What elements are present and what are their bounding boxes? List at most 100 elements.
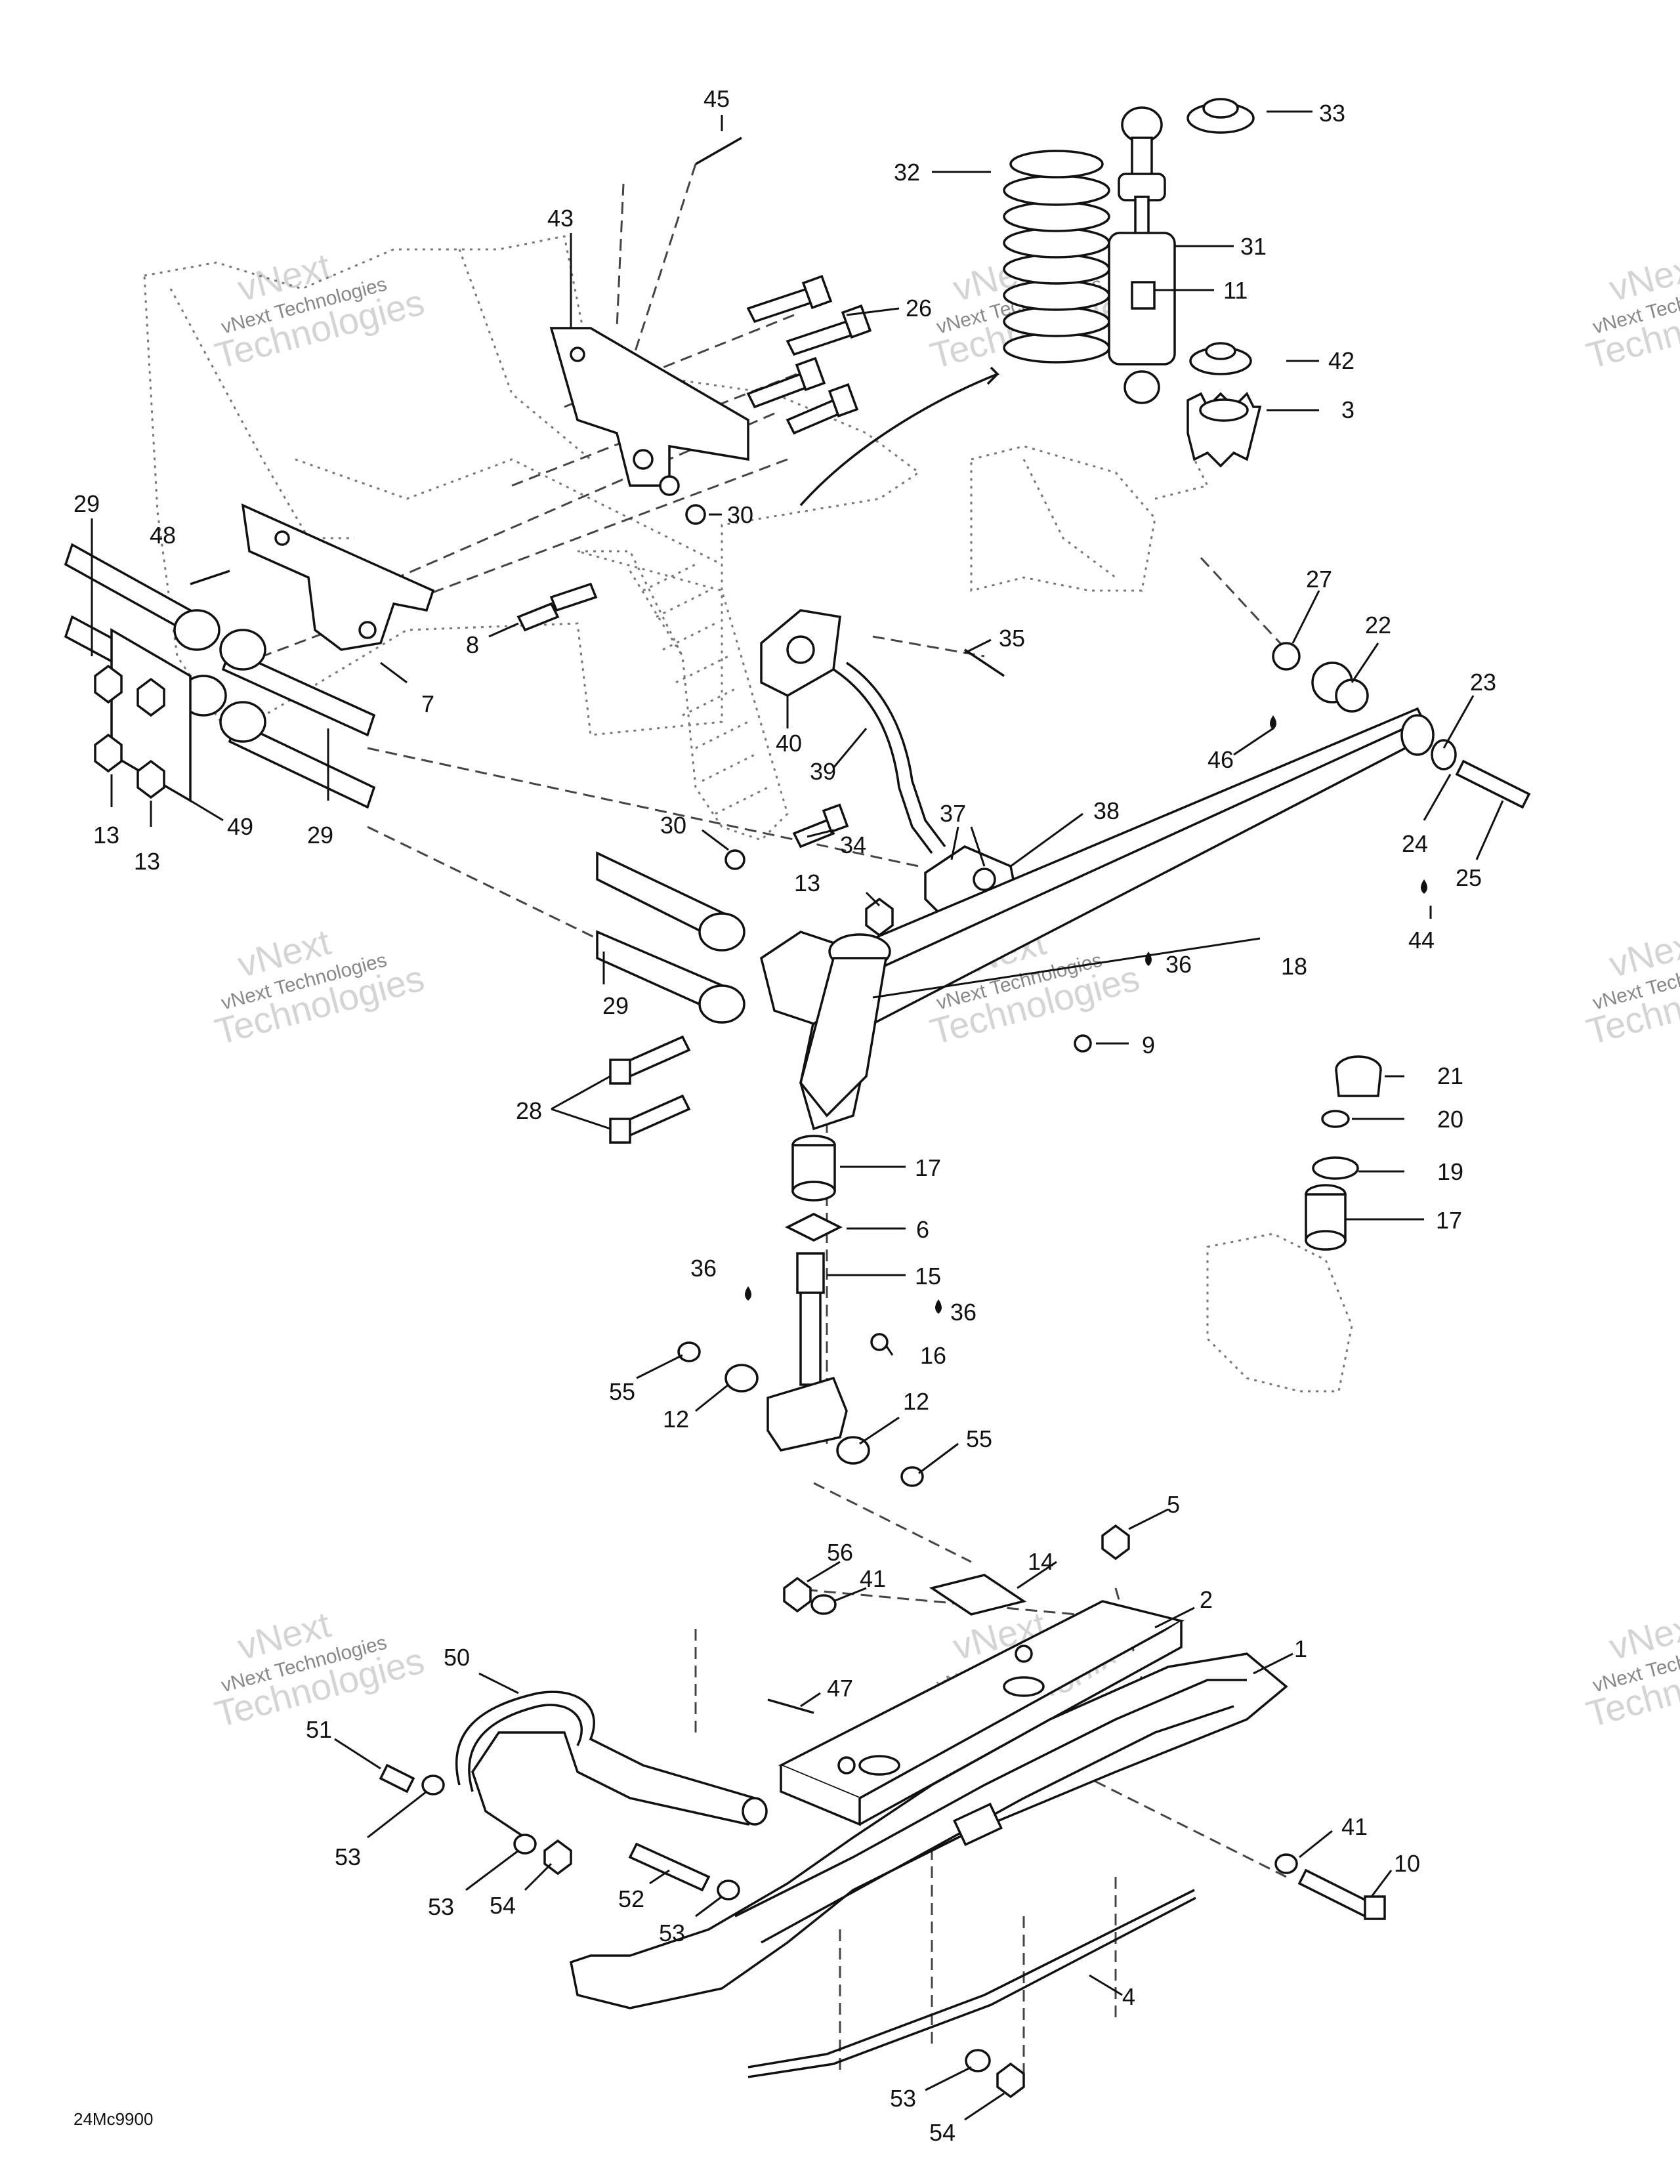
callout-16: 16 (920, 1342, 946, 1369)
callout-53: 53 (335, 1843, 361, 1870)
callout-10: 10 (1394, 1850, 1420, 1877)
bolt-part-10 (1364, 1895, 1386, 1920)
pin-part-48 (190, 570, 230, 585)
callout-12: 12 (663, 1406, 689, 1433)
callout-48: 48 (150, 522, 176, 549)
pin-part-35 (964, 648, 1005, 677)
ring-part-20 (1321, 1110, 1350, 1128)
callout-45: 45 (704, 85, 730, 112)
callout-51: 51 (306, 1716, 332, 1743)
callout-36: 36 (1166, 951, 1192, 978)
callout-3: 3 (1341, 396, 1354, 423)
callout-29: 29 (602, 992, 629, 1019)
chassis-shock-dotted (629, 563, 768, 815)
callout-26: 26 (906, 295, 932, 322)
callout-24: 24 (1402, 830, 1428, 857)
callout-49: 49 (227, 813, 253, 840)
callout-36: 36 (690, 1255, 717, 1282)
callout-17: 17 (915, 1154, 941, 1181)
washer-part-53 (513, 1834, 537, 1855)
washer-part-53 (717, 1880, 740, 1900)
cap-part-21 (1335, 1055, 1382, 1097)
bushings-part-29 (173, 609, 266, 743)
callout-19: 19 (1437, 1158, 1463, 1185)
bracket-part-43 (549, 327, 749, 496)
spindle-part-15 (766, 1252, 848, 1452)
callout-6: 6 (916, 1216, 929, 1243)
shock-part-31 (1108, 106, 1176, 404)
bushing-part-12 (724, 1364, 759, 1393)
callout-28: 28 (516, 1097, 542, 1124)
nut-part-56 (783, 1576, 812, 1613)
nut-part-13 (865, 897, 894, 937)
callout-55: 55 (609, 1378, 635, 1405)
fitting-part-9 (1074, 1034, 1092, 1053)
callout-30: 30 (727, 501, 753, 528)
nut-part-30 (724, 849, 746, 870)
swaybar-part-39 (760, 609, 946, 854)
callout-29: 29 (74, 490, 100, 517)
callout-13: 13 (93, 822, 119, 849)
washer-part-23 (1431, 739, 1457, 770)
callout-39: 39 (810, 758, 836, 785)
callout-14: 14 (1028, 1548, 1054, 1575)
callout-38: 38 (1093, 797, 1120, 824)
bushing-part-22 (1311, 662, 1369, 713)
adjuster-part-3 (1186, 392, 1262, 468)
plate-part-49 (94, 627, 192, 803)
callout-31: 31 (1240, 233, 1267, 260)
bolt-part-8 (516, 582, 598, 632)
callout-44: 44 (1408, 927, 1435, 954)
callout-54: 54 (929, 2119, 956, 2146)
assembly-lines (262, 163, 1288, 2074)
callout-53: 53 (428, 1893, 454, 1920)
callout-35: 35 (999, 625, 1025, 652)
bushing-part-17 (791, 1135, 836, 1202)
callout-labels: 45 33 32 43 31 11 26 42 3 29 48 30 27 22… (74, 85, 1496, 2146)
callout-15: 15 (915, 1263, 941, 1290)
shim-part-6 (785, 1213, 843, 1242)
callout-53: 53 (890, 2085, 916, 2112)
washer-part-41 (1274, 1853, 1298, 1874)
pin-part-45 (695, 136, 742, 165)
bumper-part-50 (455, 1690, 768, 1839)
callout-47: 47 (827, 1675, 853, 1702)
callout-54: 54 (490, 1892, 516, 1919)
callout-32: 32 (894, 159, 920, 186)
callout-1: 1 (1294, 1635, 1307, 1662)
callout-22: 22 (1365, 612, 1391, 639)
pin-part-47 (767, 1698, 814, 1714)
nut-part-54 (543, 1839, 572, 1876)
leader-lines (91, 110, 1504, 2121)
bushing-part-17 (1305, 1184, 1347, 1251)
callout-20: 20 (1437, 1106, 1463, 1133)
bracket-part-2 (778, 1600, 1185, 1826)
callout-55: 55 (966, 1425, 992, 1452)
cup-part-33 (1186, 98, 1255, 134)
callout-13: 13 (794, 870, 820, 896)
pad-part-14 (929, 1574, 1027, 1616)
callout-21: 21 (1437, 1062, 1463, 1089)
callout-27: 27 (1306, 566, 1332, 593)
spring-part-32 (1003, 150, 1110, 364)
callout-43: 43 (547, 205, 574, 232)
callout-36: 36 (950, 1299, 976, 1326)
bolt-part-25 (1455, 759, 1531, 809)
bracket-part-7 (241, 503, 435, 651)
callout-18: 18 (1281, 953, 1307, 980)
bolt-part-28 (609, 1035, 691, 1144)
bolts-part-26 (746, 274, 872, 435)
callout-46: 46 (1208, 746, 1234, 773)
callout-23: 23 (1470, 669, 1496, 696)
washer-part-27 (1272, 642, 1301, 671)
washer-part-53 (421, 1774, 445, 1796)
callout-41: 41 (860, 1565, 886, 1592)
callout-2: 2 (1200, 1586, 1213, 1613)
callout-7: 7 (421, 690, 434, 717)
callout-11: 11 (1223, 277, 1248, 304)
callout-29: 29 (307, 822, 333, 849)
callout-56: 56 (827, 1539, 853, 1566)
callout-41: 41 (1341, 1813, 1368, 1840)
washer-part-53 (965, 2049, 991, 2072)
